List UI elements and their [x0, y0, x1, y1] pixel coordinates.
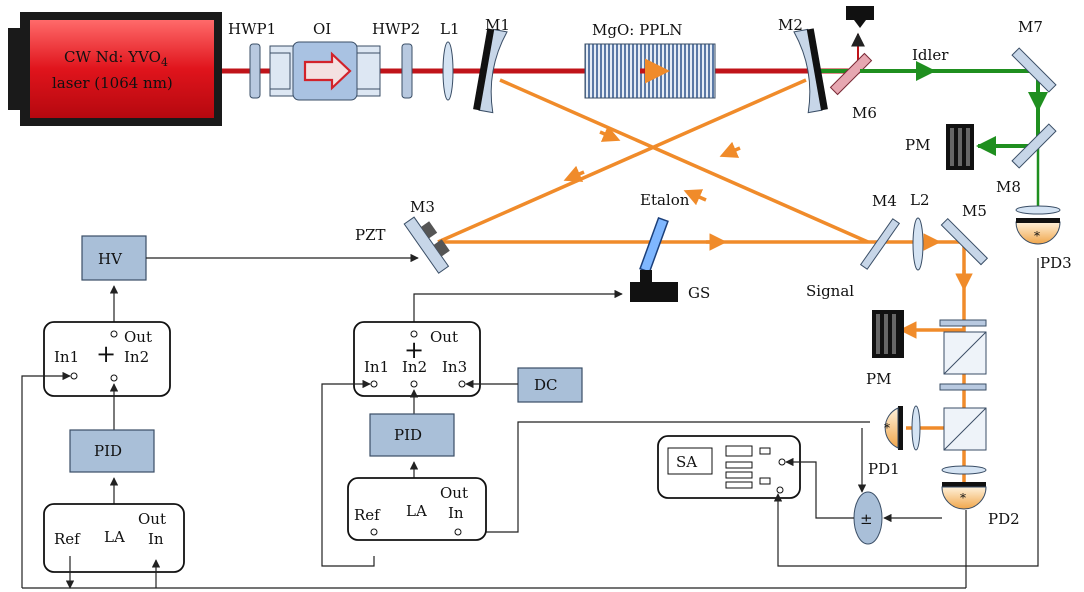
- lens-l2: [912, 217, 924, 271]
- pd3-label: PD3: [1040, 254, 1072, 272]
- left-lockin-block: [43, 503, 185, 573]
- left-la-in-label: In: [148, 530, 164, 548]
- left-la-out-label: Out: [138, 510, 166, 528]
- wire-pd1-to-la: [461, 421, 870, 537]
- mid-pid-box: [369, 413, 455, 457]
- mirror-m5: [940, 217, 989, 266]
- photodetector-pd1: *: [884, 405, 921, 451]
- photodetector-pd3: *: [1015, 205, 1061, 245]
- hwp1-plate: [249, 43, 261, 99]
- mid-sum-out-label: Out: [430, 328, 458, 346]
- m6-label: M6: [852, 104, 877, 122]
- hv-label: HV: [98, 250, 123, 268]
- wire-ref-to-in1: [321, 379, 375, 567]
- left-la-ref-label: Ref: [54, 530, 81, 548]
- m5-label: M5: [962, 202, 987, 220]
- svg-text:*: *: [960, 491, 966, 505]
- left-sum-in2-label: In2: [124, 348, 149, 366]
- left-pid-label: PID: [94, 442, 122, 460]
- hwp1-label: HWP1: [228, 20, 276, 38]
- mirror-m6: [829, 52, 873, 96]
- mid-la-ref-label: Ref: [354, 506, 381, 524]
- mid-la-in-label: In: [448, 504, 464, 522]
- diff-label: ±: [860, 510, 873, 528]
- l2-label: L2: [910, 191, 930, 209]
- mid-sum-in3-label: In3: [442, 358, 467, 376]
- mid-la-label: LA: [406, 502, 427, 520]
- m1-label: M1: [485, 16, 510, 34]
- oi-label: OI: [313, 20, 331, 38]
- pbs-cube-1: [943, 331, 987, 375]
- lens-pd2: [941, 465, 987, 475]
- m7-label: M7: [1018, 18, 1043, 36]
- mirror-m2: [793, 28, 828, 114]
- pm-top-label: PM: [905, 136, 930, 154]
- mirror-m3: [403, 216, 450, 274]
- waveplate-2: [939, 383, 987, 391]
- mid-lockin-block: [347, 477, 487, 541]
- pzt-label: PZT: [355, 226, 386, 244]
- laser-label-line1: CW Nd: YVO4: [64, 48, 168, 69]
- etalon-label: Etalon: [640, 191, 690, 209]
- dc-box: [517, 367, 583, 403]
- mid-sum-in2-label: In2: [402, 358, 427, 376]
- wire-sum-to-gs: [413, 289, 623, 322]
- signal-label: Signal: [806, 282, 854, 300]
- etalon: [639, 216, 669, 274]
- power-meter-mid: [872, 310, 904, 358]
- photodetector-pd2: *: [941, 482, 987, 510]
- svg-text:*: *: [884, 421, 890, 435]
- left-la-label: LA: [104, 528, 125, 546]
- left-pid-box: [69, 429, 155, 473]
- m3-label: M3: [410, 198, 435, 216]
- gs-label: GS: [688, 284, 710, 302]
- l1-label: L1: [440, 20, 460, 38]
- svg-text:*: *: [1034, 229, 1040, 243]
- pd1-label: PD1: [868, 460, 900, 478]
- crystal-label: MgO: PPLN: [592, 21, 682, 39]
- mid-la-out-label: Out: [440, 484, 468, 502]
- optical-isolator: [269, 41, 381, 101]
- wire-diff-to-sa: [785, 457, 854, 519]
- sa-label: SA: [676, 453, 697, 471]
- wire-pd3-to-sa: [773, 258, 1039, 567]
- left-sum-plus: +: [96, 340, 116, 368]
- wire-bus-to-in1: [21, 371, 71, 588]
- mirror-m8: [1011, 123, 1057, 169]
- lens-l1: [442, 41, 454, 101]
- hwp2-label: HWP2: [372, 20, 420, 38]
- pm-mid-label: PM: [866, 370, 891, 388]
- mid-sum-plus: +: [404, 336, 424, 364]
- galvo-scanner: [630, 270, 678, 302]
- pd2-label: PD2: [988, 510, 1020, 528]
- laser-source: CW Nd: YVO4 laser (1064 nm): [8, 12, 222, 126]
- left-sum-in1-label: In1: [54, 348, 79, 366]
- dc-label: DC: [534, 376, 558, 394]
- hwp2-plate: [401, 43, 413, 99]
- spectrum-analyzer: [657, 435, 801, 499]
- beam-dump: [846, 6, 874, 28]
- left-summer-out-port: [110, 330, 118, 338]
- idler-label: Idler: [912, 46, 949, 64]
- m8-label: M8: [996, 178, 1021, 196]
- m4-label: M4: [872, 192, 897, 210]
- left-sum-out-label: Out: [124, 328, 152, 346]
- pbs-cube-2: [943, 407, 987, 451]
- m2-label: M2: [778, 16, 803, 34]
- mirror-m7: [1011, 47, 1057, 93]
- mid-pid-label: PID: [394, 426, 422, 444]
- waveplate-1: [939, 319, 987, 327]
- mid-sum-in1-label: In1: [364, 358, 389, 376]
- power-meter-top: [946, 124, 974, 170]
- mirror-m1: [473, 28, 508, 114]
- laser-label-line2: laser (1064 nm): [52, 74, 173, 92]
- mirror-m4: [859, 218, 901, 270]
